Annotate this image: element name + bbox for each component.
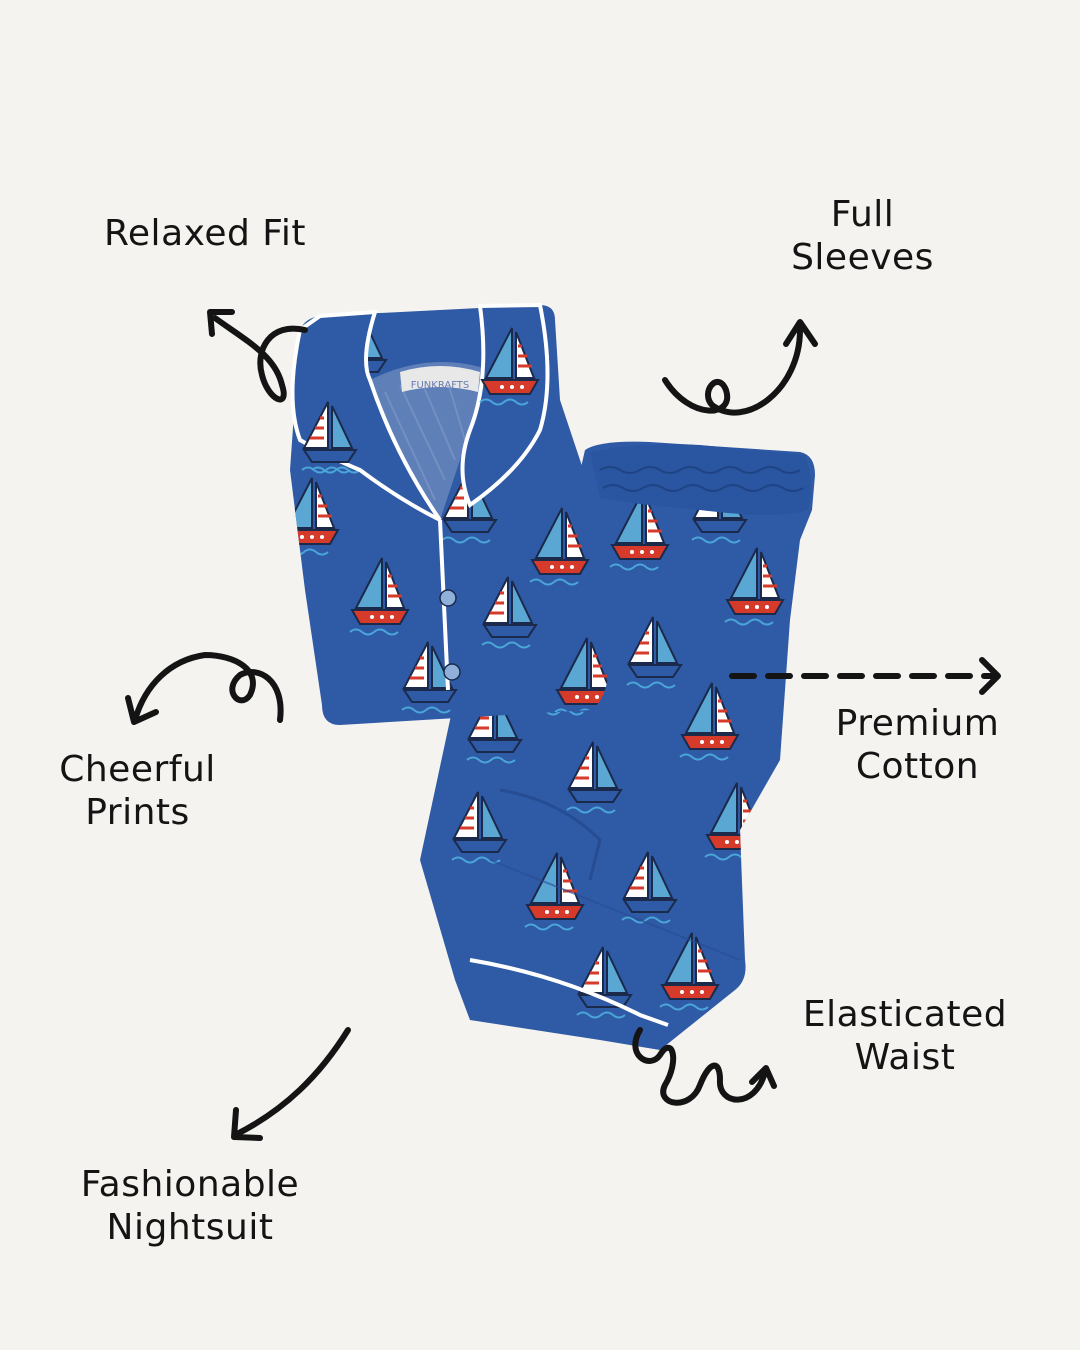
curved-arrow-icon <box>125 652 284 725</box>
callout-premium-cotton: Premium Cotton <box>820 702 1015 788</box>
callout-elasticated-waist: Elasticated Waist <box>790 993 1020 1079</box>
callout-elasticated-waist-line1: Elasticated <box>802 994 1008 1035</box>
callout-full-sleeves-line2: Sleeves <box>791 237 934 278</box>
callout-cheerful-prints-line1: Cheerful <box>59 749 216 790</box>
callout-premium-cotton-line1: Premium <box>835 703 1000 744</box>
callout-relaxed-fit-line1: Relaxed Fit <box>104 213 306 254</box>
callout-fashionable-nightsuit: Fashionable Nightsuit <box>60 1163 320 1249</box>
callout-cheerful-prints-line2: Prints <box>85 792 190 833</box>
callout-cheerful-prints: Cheerful Prints <box>45 748 230 834</box>
curl-arrow-icon <box>662 319 818 416</box>
dashed-arrow-icon <box>729 657 1001 695</box>
loop-arrow-icon <box>207 309 308 403</box>
callout-premium-cotton-line2: Cotton <box>855 746 980 787</box>
pyjama-shirt: FUNKRAFTS <box>290 302 610 725</box>
callout-full-sleeves: Full Sleeves <box>770 193 955 279</box>
pyjama-pants <box>420 441 815 1051</box>
callout-elasticated-waist-line2: Waist <box>854 1037 956 1078</box>
callout-full-sleeves-line1: Full <box>830 194 895 235</box>
callout-fashionable-nightsuit-line2: Nightsuit <box>106 1207 274 1248</box>
spiral-arrow-icon <box>632 1027 777 1106</box>
callout-relaxed-fit: Relaxed Fit <box>90 212 320 255</box>
brand-tag-text: FUNKRAFTS <box>411 380 470 391</box>
callout-fashionable-nightsuit-line1: Fashionable <box>80 1164 300 1205</box>
straight-arrow-icon <box>231 1027 351 1141</box>
